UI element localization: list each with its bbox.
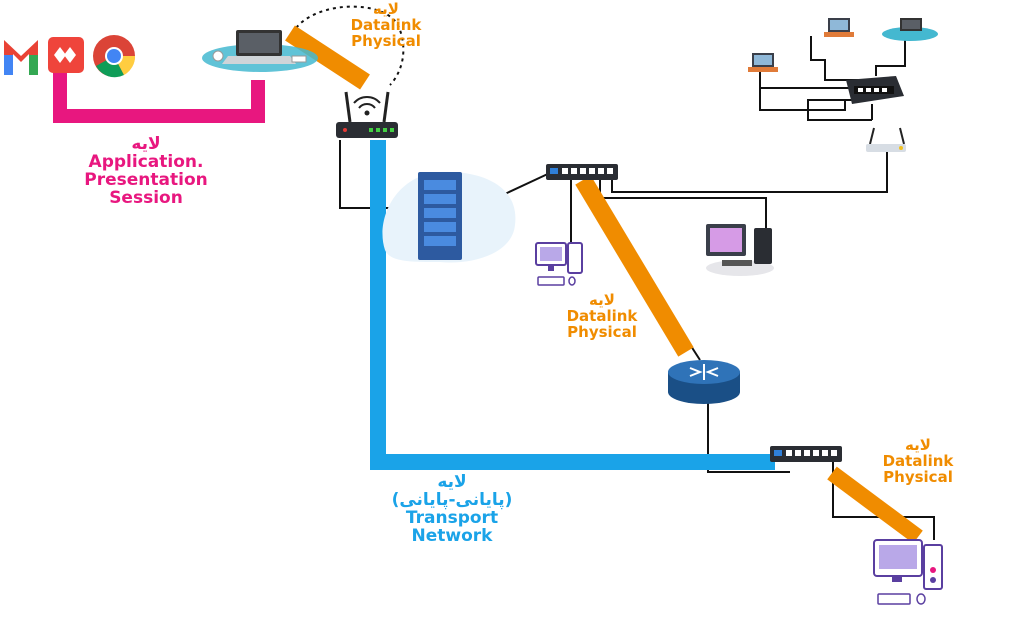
- workstation-icon: [706, 224, 774, 276]
- wire-hub-left: [759, 88, 846, 111]
- layer-name-line3: Session: [109, 187, 183, 208]
- laptop-icon-remote-a: [748, 53, 778, 72]
- layer-name-line1: Application.: [88, 151, 204, 172]
- laptop-icon-remote-b: [824, 18, 854, 37]
- layer-name-line1: Datalink: [882, 451, 954, 470]
- wire-switch-remote-ap: [611, 150, 888, 193]
- network-switch-icon: [546, 164, 618, 180]
- layer-name-line1: Datalink: [350, 15, 422, 34]
- application-layer-band: [53, 70, 265, 123]
- datalink-label-top: لایه Datalink Physical: [336, 0, 436, 50]
- layer-name-line1: Datalink: [566, 306, 638, 325]
- chrome-icon: [93, 35, 136, 78]
- desktop-computer-icon-bottom: [873, 539, 943, 605]
- server-rack-icon: [382, 171, 516, 263]
- layer-name-line3: Network: [411, 525, 493, 546]
- layer-word: لایه: [373, 0, 399, 18]
- wire-switch-workstation: [599, 180, 767, 232]
- transport-label: لایه (پایانی-پایانی) Transport Network: [372, 472, 532, 546]
- datalink-label-middle: لایه Datalink Physical: [552, 291, 652, 341]
- layer-word: لایه: [905, 436, 931, 454]
- wire-hub-laptop-b: [810, 36, 864, 81]
- layer-word: لایه: [131, 134, 161, 154]
- layer-word: لایه: [589, 291, 615, 309]
- layer-name-line2: Physical: [351, 31, 421, 50]
- laptop-icon-remote-c: [882, 18, 938, 41]
- anydesk-icon: [48, 37, 84, 73]
- transport-layer-band: [370, 140, 775, 470]
- wifi-link-dashed: [289, 5, 405, 86]
- desktop-computer-icon-middle: [535, 242, 583, 286]
- wifi-router-icon: [336, 91, 398, 138]
- layer-name-line2: Transport: [405, 507, 499, 528]
- wire-router-hub: [707, 400, 790, 473]
- layer-name-line2: Physical: [567, 322, 637, 341]
- datalink-band-middle: [575, 175, 694, 357]
- datalink-band-top: [285, 25, 370, 90]
- datalink-band-right: [827, 466, 923, 544]
- layer-name-line1: (پایانی-پایانی): [391, 489, 513, 510]
- gmail-icon: [4, 37, 38, 75]
- network-switch-icon-lower: [770, 446, 842, 462]
- network-hub-icon: [846, 76, 904, 104]
- layer-word: لایه: [437, 472, 467, 492]
- laptop-icon: [202, 30, 318, 72]
- access-point-icon: [866, 127, 906, 152]
- layer-name-line2: Presentation: [84, 169, 208, 190]
- application-label: لایه Application. Presentation Session: [66, 134, 226, 208]
- router-icon: [668, 360, 740, 404]
- layer-name-line2: Physical: [883, 467, 953, 486]
- wire-hub-laptop-c: [875, 38, 906, 76]
- datalink-label-right: لایه Datalink Physical: [868, 436, 968, 486]
